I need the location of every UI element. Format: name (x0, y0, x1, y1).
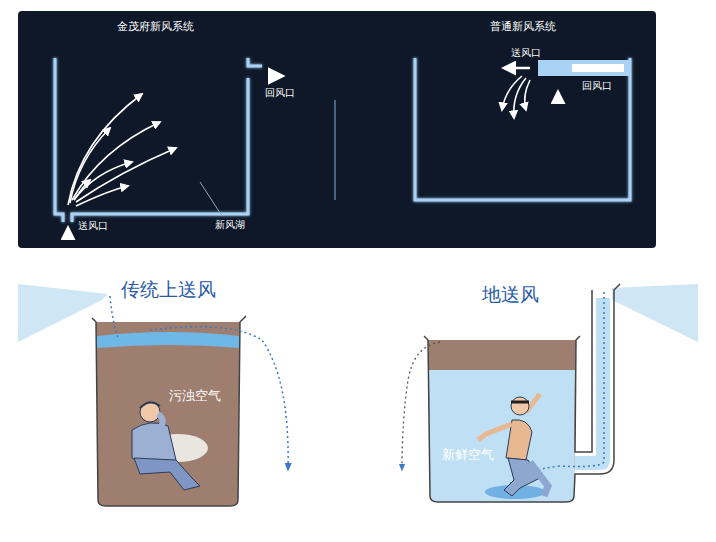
beaker-body: 污浊空气 (169, 388, 221, 404)
duct-inner (572, 64, 624, 72)
beaker-fill (428, 340, 576, 502)
dark-panel (18, 11, 656, 248)
system-title: 普通新风系统 (490, 20, 556, 33)
return-arrow (270, 75, 282, 78)
figure-box: 地送风新鲜空气 (425, 283, 615, 503)
flow-dots (110, 296, 118, 338)
port-label: 新风湖 (215, 219, 245, 231)
pour-stream (612, 284, 698, 342)
airflow-arrows (502, 76, 530, 118)
figure-box: 普通新风系统 (415, 18, 631, 200)
supply-arrow (504, 67, 530, 70)
beaker-outline (92, 316, 246, 506)
port-label: 送风口 (78, 220, 108, 232)
beaker-fill (96, 322, 240, 506)
figure-box: 传统上送风污浊空气 (95, 278, 242, 506)
supply-arrow (67, 228, 70, 238)
figure-box: 金茂府新风系统 (55, 18, 255, 214)
duct (538, 60, 630, 76)
room-outline (415, 58, 630, 200)
dancing-man (478, 394, 548, 496)
airflow-arrows (68, 94, 176, 206)
fresh-air (429, 370, 575, 502)
beaker-outline (424, 284, 620, 502)
room-outline (55, 58, 262, 222)
overflow-dots (402, 342, 440, 470)
pour-stream (18, 284, 108, 342)
port-label: 送风口 (511, 47, 541, 59)
water-layer (97, 332, 240, 348)
divider (334, 100, 336, 200)
return-arrow (557, 92, 560, 102)
tired-man (132, 402, 208, 490)
leader-line (200, 182, 222, 216)
system-title: 金茂府新风系统 (117, 20, 194, 33)
beaker-body: 新鲜空气 (442, 447, 494, 463)
port-label: 回风口 (582, 80, 612, 92)
beaker-heading: 传统上送风 (121, 278, 216, 301)
port-label: 回风口 (265, 87, 295, 99)
beaker-heading: 地送风 (482, 283, 539, 306)
